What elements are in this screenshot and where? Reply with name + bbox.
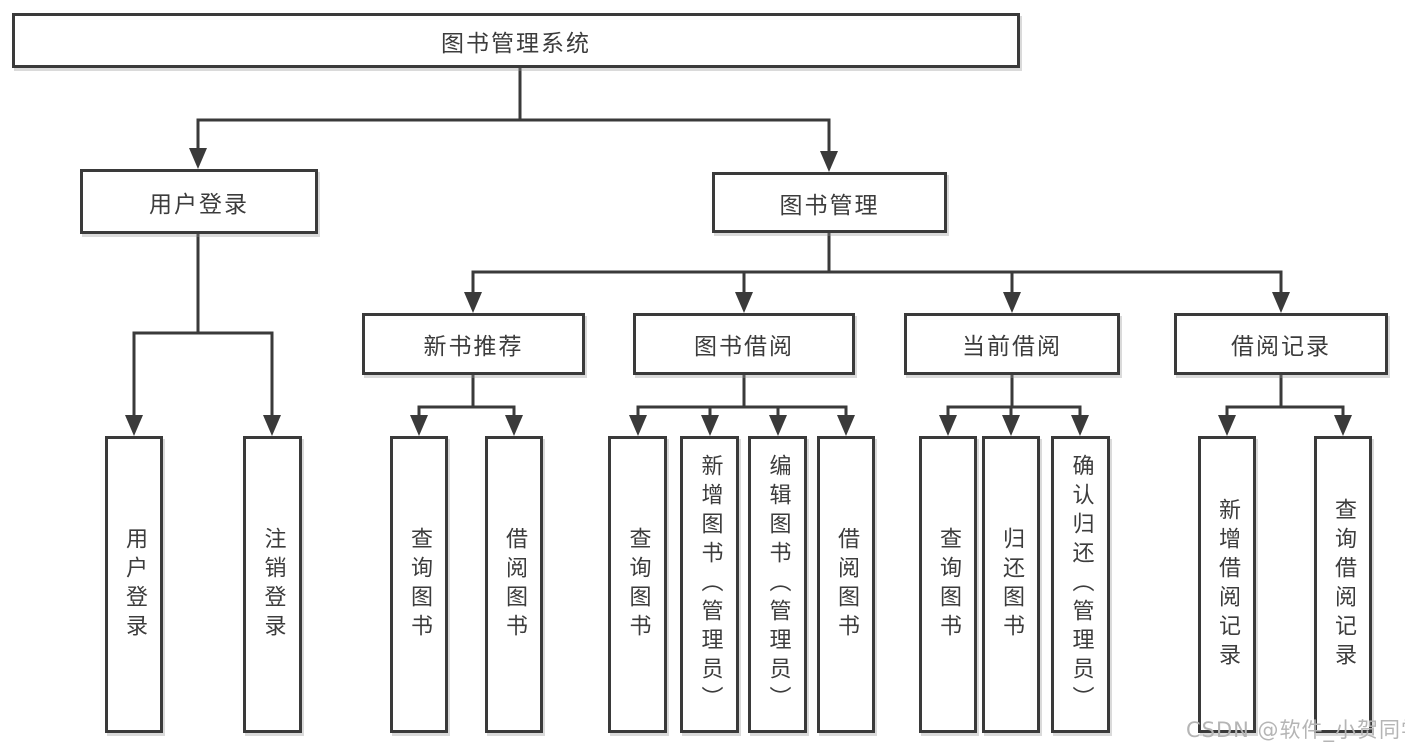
- leaf-label: 查询图书: [407, 526, 432, 643]
- node-label: 新书推荐: [423, 334, 524, 360]
- leaf-label: 归还图书: [999, 526, 1024, 643]
- leaf-add-borrow-record: 新增借阅记录: [1198, 436, 1256, 733]
- node-label: 借阅记录: [1231, 334, 1331, 360]
- leaf-label: 确认归还（管理员）: [1068, 454, 1094, 715]
- node-user-login-branch: 用户登录: [80, 169, 318, 234]
- leaf-add-books-admin: 新增图书（管理员）: [680, 436, 739, 733]
- leaf-borrow-books-2: 借阅图书: [817, 436, 875, 733]
- leaf-label: 用户登录: [122, 526, 147, 643]
- leaf-query-books-3: 查询图书: [919, 436, 977, 733]
- node-label: 当前借阅: [962, 334, 1062, 360]
- leaf-logout: 注销登录: [243, 436, 302, 733]
- node-borrow-records: 借阅记录: [1174, 313, 1388, 375]
- leaf-query-books-2: 查询图书: [608, 436, 667, 733]
- leaf-label: 新增图书（管理员）: [697, 454, 723, 715]
- leaf-label: 借阅图书: [502, 526, 527, 643]
- leaf-label: 借阅图书: [834, 526, 859, 643]
- leaf-query-books-1: 查询图书: [390, 436, 448, 733]
- leaf-query-borrow-record: 查询借阅记录: [1314, 436, 1372, 733]
- node-current-borrow: 当前借阅: [904, 313, 1120, 375]
- node-label: 图书管理: [779, 192, 880, 219]
- leaf-edit-books-admin: 编辑图书（管理员）: [748, 436, 807, 733]
- leaf-label: 查询图书: [625, 526, 651, 643]
- leaf-return-books: 归还图书: [982, 436, 1040, 733]
- node-label: 图书借阅: [694, 334, 794, 360]
- leaf-label: 查询借阅记录: [1331, 497, 1356, 672]
- node-label: 用户登录: [149, 191, 249, 218]
- leaf-label: 查询图书: [936, 526, 961, 643]
- leaf-user-login: 用户登录: [105, 436, 163, 733]
- csdn-watermark: CSDN @软件_小贺同学: [1186, 718, 1405, 742]
- node-root-label: 图书管理系统: [441, 30, 591, 57]
- leaf-label: 编辑图书（管理员）: [765, 454, 791, 715]
- node-new-book-recommend: 新书推荐: [362, 313, 585, 375]
- leaf-borrow-books-1: 借阅图书: [485, 436, 543, 733]
- leaf-confirm-return-admin: 确认归还（管理员）: [1051, 436, 1110, 733]
- node-book-management: 图书管理: [712, 172, 947, 233]
- leaf-label: 注销登录: [260, 526, 286, 643]
- leaf-label: 新增借阅记录: [1215, 497, 1240, 672]
- node-root: 图书管理系统: [12, 13, 1020, 68]
- arrowheads: [125, 148, 1352, 436]
- node-book-borrow: 图书借阅: [633, 313, 855, 375]
